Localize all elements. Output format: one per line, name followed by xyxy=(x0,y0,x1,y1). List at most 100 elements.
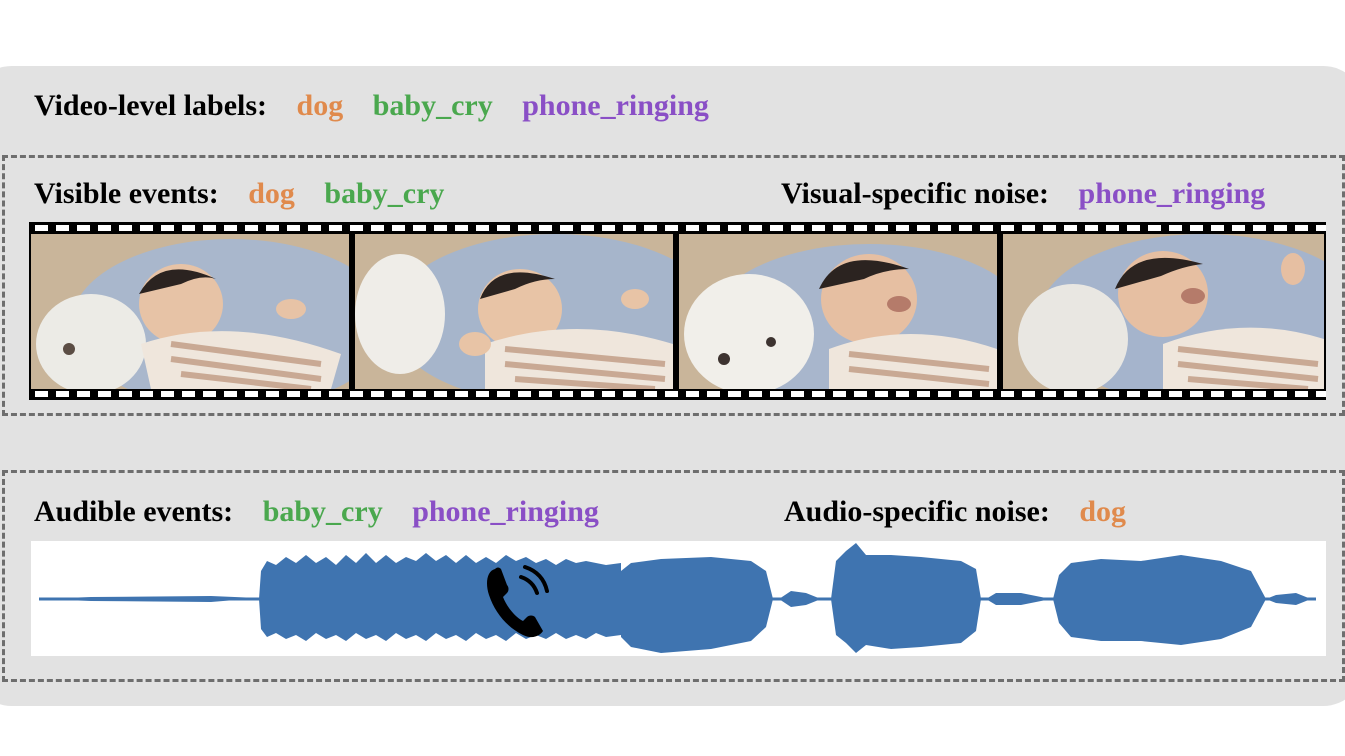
sprocket-hole xyxy=(308,391,321,397)
sprocket-hole xyxy=(854,225,867,231)
sprocket-hole xyxy=(413,225,426,231)
sprocket-hole xyxy=(245,391,258,397)
visible-label-dog: dog xyxy=(248,177,295,210)
sprocket-hole xyxy=(287,225,300,231)
sprocket-hole xyxy=(371,225,384,231)
sprocket-hole xyxy=(812,391,825,397)
filmstrip-sprockets-top xyxy=(29,222,1326,234)
sprocket-hole xyxy=(1232,391,1245,397)
sprocket-hole xyxy=(77,391,90,397)
video-level-labels-row: Video-level labels: dog baby_cry phone_r… xyxy=(34,91,709,121)
visible-label-baby-cry: baby_cry xyxy=(324,177,445,210)
sprocket-hole xyxy=(392,225,405,231)
visual-noise-phone-ringing: phone_ringing xyxy=(1078,177,1266,210)
sprocket-hole xyxy=(833,225,846,231)
sprocket-hole xyxy=(980,225,993,231)
video-label-baby-cry: baby_cry xyxy=(372,89,493,122)
sprocket-hole xyxy=(707,391,720,397)
sprocket-hole xyxy=(56,225,69,231)
audio-noise-row: Audio-specific noise: dog xyxy=(784,497,1126,527)
sprocket-hole xyxy=(392,391,405,397)
video-frame-3 xyxy=(679,234,997,389)
waveform-graphic xyxy=(39,543,1316,653)
sprocket-hole xyxy=(1274,391,1287,397)
sprocket-hole xyxy=(602,391,615,397)
sprocket-hole xyxy=(1211,225,1224,231)
sprocket-hole xyxy=(182,391,195,397)
sprocket-hole xyxy=(791,391,804,397)
sprocket-hole xyxy=(476,225,489,231)
sprocket-hole xyxy=(728,225,741,231)
sprocket-hole xyxy=(518,225,531,231)
visual-noise-heading: Visual-specific noise: xyxy=(781,177,1050,210)
sprocket-hole xyxy=(182,225,195,231)
sprocket-hole xyxy=(161,225,174,231)
sprocket-hole xyxy=(350,391,363,397)
audible-label-baby-cry: baby_cry xyxy=(262,495,383,528)
sprocket-hole xyxy=(1316,225,1326,231)
video-frame-1 xyxy=(31,234,349,389)
sprocket-hole xyxy=(665,391,678,397)
video-frame-4 xyxy=(1003,234,1324,389)
sprocket-hole xyxy=(728,391,741,397)
sprocket-hole xyxy=(581,225,594,231)
sprocket-hole xyxy=(203,391,216,397)
sprocket-hole xyxy=(56,391,69,397)
sprocket-hole xyxy=(707,225,720,231)
sprocket-hole xyxy=(266,225,279,231)
sprocket-hole xyxy=(560,225,573,231)
sprocket-hole xyxy=(497,225,510,231)
sprocket-hole xyxy=(1064,391,1077,397)
sprocket-hole xyxy=(266,391,279,397)
sprocket-hole xyxy=(896,391,909,397)
sprocket-hole xyxy=(1169,225,1182,231)
sprocket-hole xyxy=(1253,225,1266,231)
filmstrip-sprockets-bottom xyxy=(29,388,1326,400)
sprocket-hole xyxy=(413,391,426,397)
sprocket-hole xyxy=(434,391,447,397)
sprocket-hole xyxy=(770,225,783,231)
sprocket-hole xyxy=(1064,225,1077,231)
sprocket-hole xyxy=(98,391,111,397)
sprocket-hole xyxy=(518,391,531,397)
sprocket-hole xyxy=(476,391,489,397)
sprocket-hole xyxy=(371,391,384,397)
sprocket-hole xyxy=(119,391,132,397)
sprocket-hole xyxy=(833,391,846,397)
sprocket-hole xyxy=(1106,391,1119,397)
sprocket-hole xyxy=(1085,225,1098,231)
sprocket-hole xyxy=(686,391,699,397)
sprocket-hole xyxy=(1001,225,1014,231)
sprocket-hole xyxy=(224,391,237,397)
sprocket-hole xyxy=(980,391,993,397)
sprocket-hole xyxy=(1001,391,1014,397)
sprocket-hole xyxy=(581,391,594,397)
sprocket-hole xyxy=(1043,391,1056,397)
audio-noise-heading: Audio-specific noise: xyxy=(784,495,1050,528)
sprocket-hole xyxy=(329,225,342,231)
sprocket-hole xyxy=(455,391,468,397)
sprocket-hole xyxy=(875,391,888,397)
sprocket-hole xyxy=(875,225,888,231)
sprocket-hole xyxy=(539,225,552,231)
audio-noise-dog: dog xyxy=(1079,495,1127,528)
audible-events-heading: Audible events: xyxy=(34,495,234,528)
sprocket-hole xyxy=(329,391,342,397)
visual-noise-row: Visual-specific noise: phone_ringing xyxy=(781,179,1265,209)
sprocket-hole xyxy=(749,391,762,397)
video-filmstrip xyxy=(29,222,1326,400)
sprocket-hole xyxy=(938,225,951,231)
sprocket-hole xyxy=(35,391,48,397)
sprocket-hole xyxy=(644,391,657,397)
sprocket-hole xyxy=(1106,225,1119,231)
sprocket-hole xyxy=(1190,391,1203,397)
sprocket-hole xyxy=(224,225,237,231)
video-level-heading: Video-level labels: xyxy=(34,89,268,122)
sprocket-hole xyxy=(1022,225,1035,231)
sprocket-hole xyxy=(644,225,657,231)
sprocket-hole xyxy=(35,225,48,231)
sprocket-hole xyxy=(308,225,321,231)
sprocket-hole xyxy=(749,225,762,231)
sprocket-hole xyxy=(1316,391,1326,397)
sprocket-hole xyxy=(1211,391,1224,397)
